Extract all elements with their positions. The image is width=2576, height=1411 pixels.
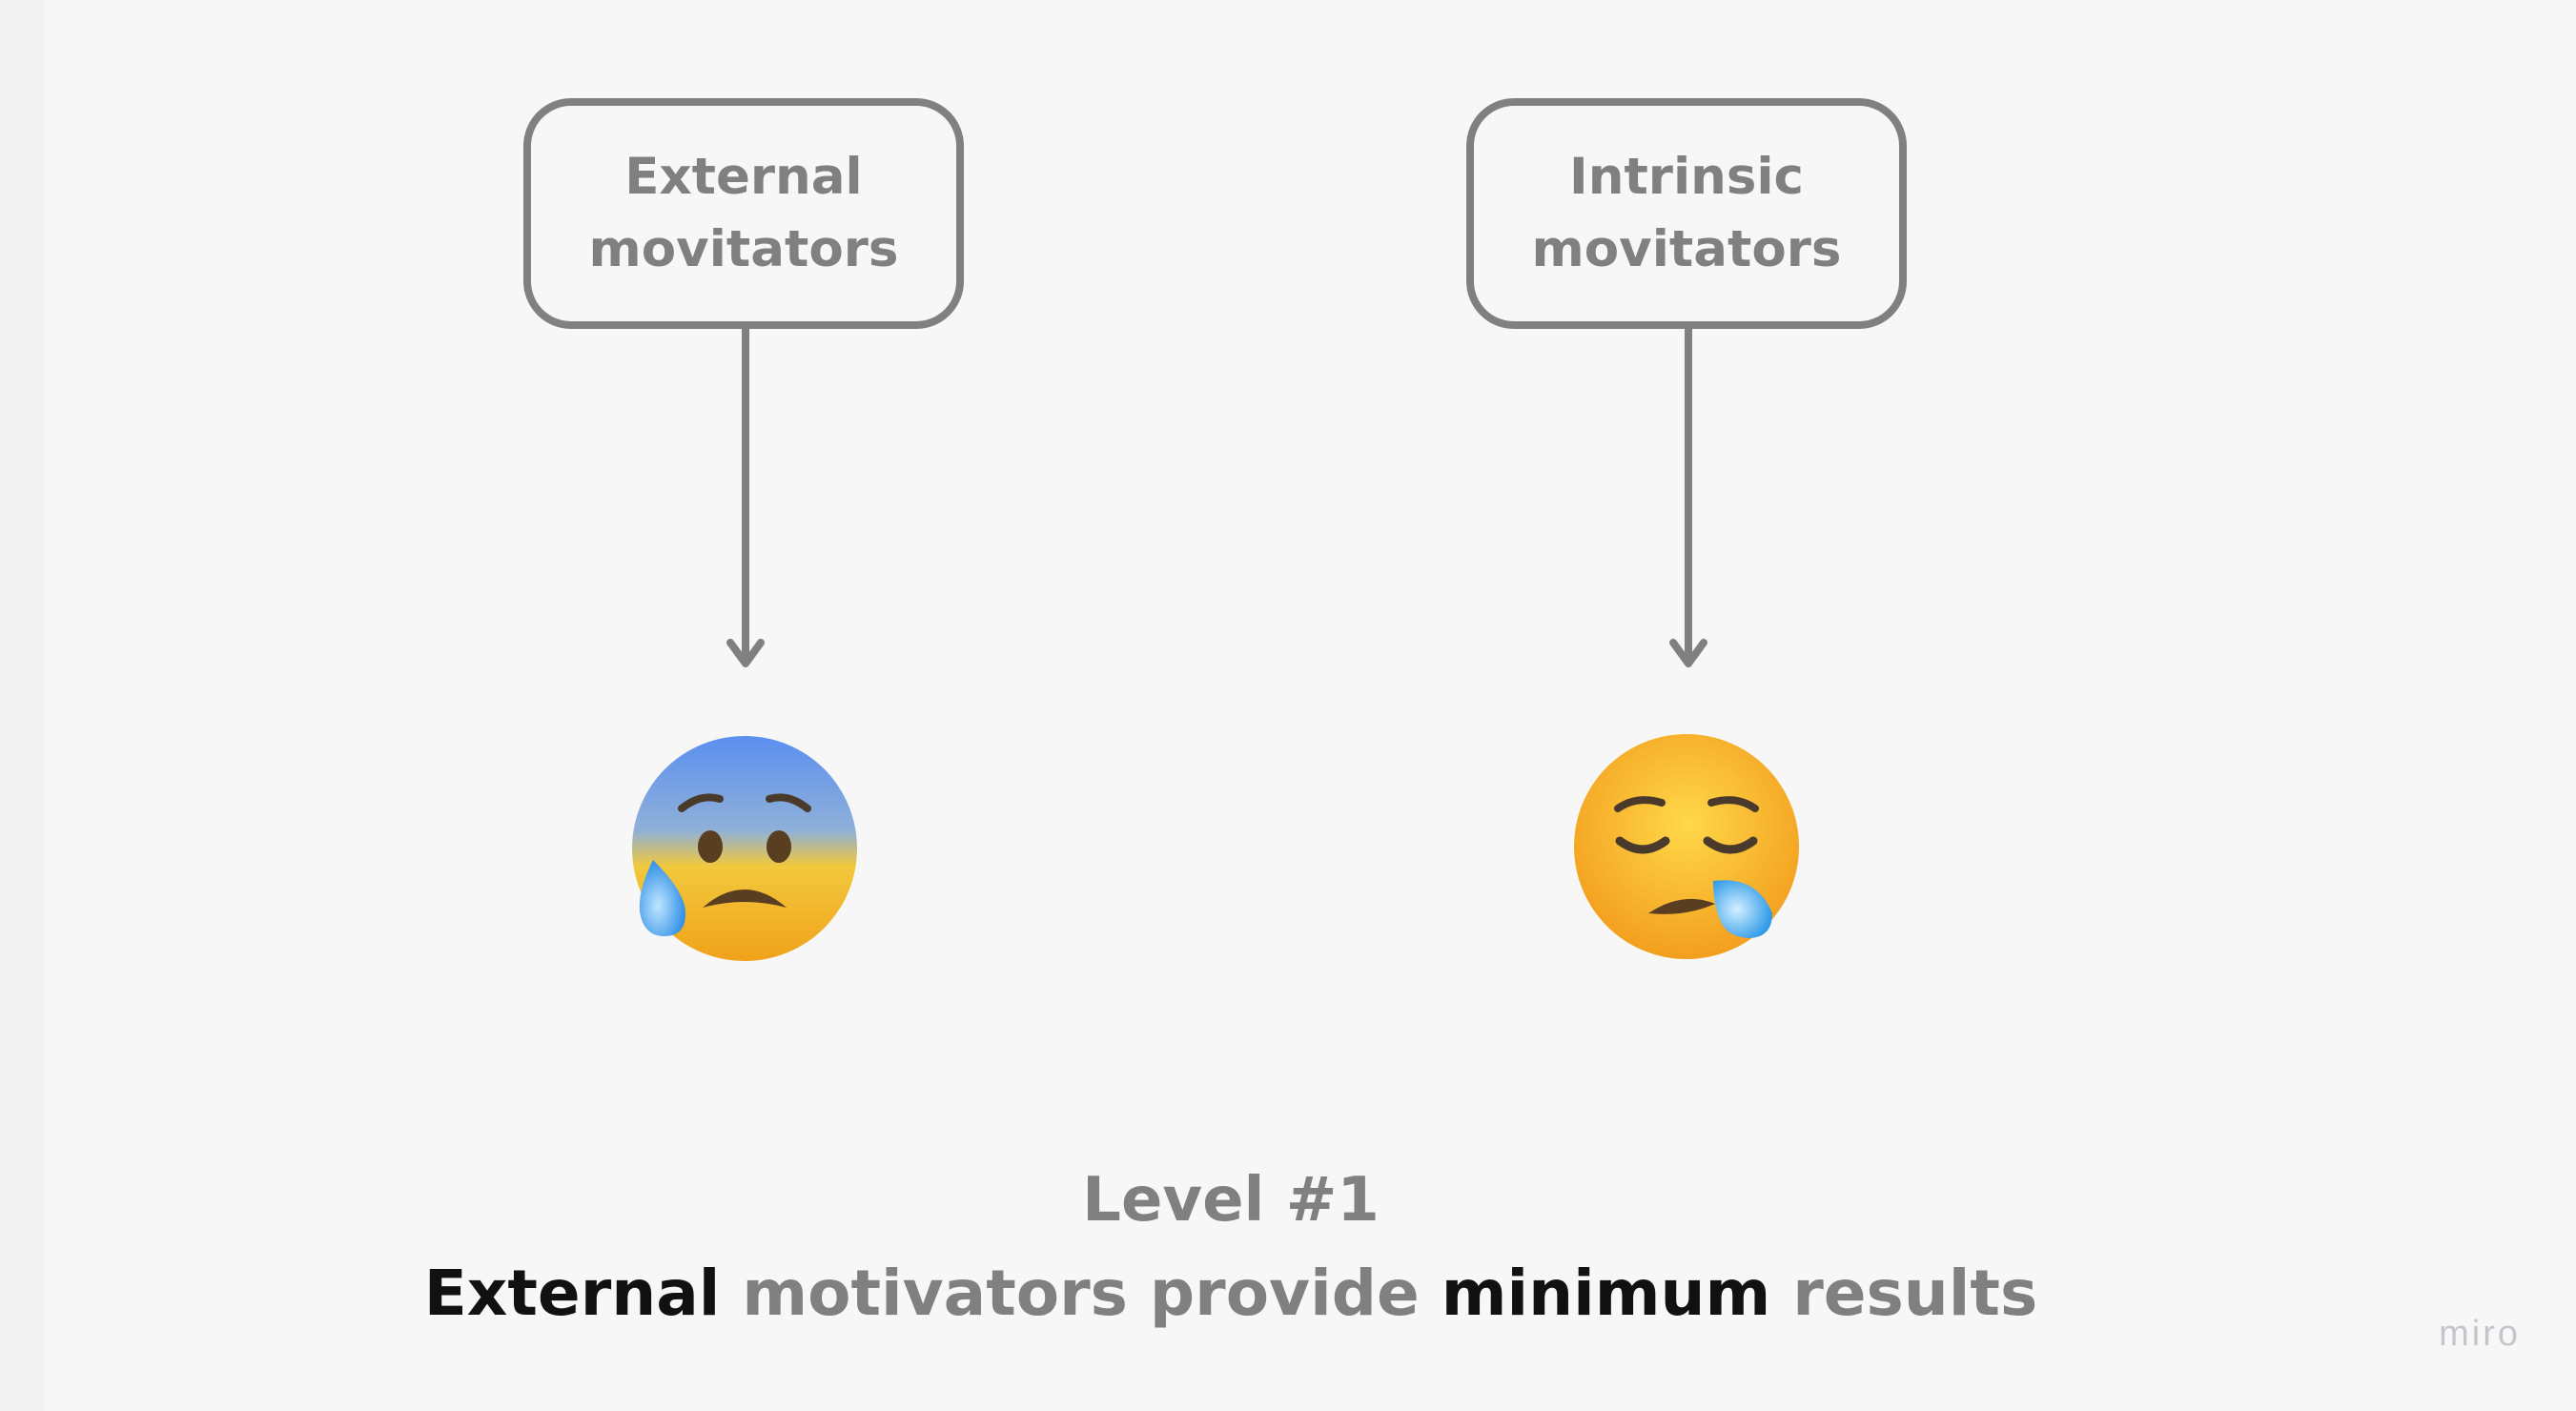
caption-motivators-provide: motivators provide [720, 1257, 1441, 1330]
level-title: Level #1 [1082, 1165, 1380, 1236]
anxious-face-with-sweat-icon [632, 736, 857, 961]
intrinsic-motivators-line1: Intrinsic [1569, 148, 1804, 206]
external-motivators-box: External movitators [523, 98, 964, 329]
intrinsic-motivators-box: Intrinsic movitators [1466, 98, 1907, 329]
right-arrowhead [1669, 639, 1707, 667]
caption-minimum: minimum [1441, 1257, 1771, 1330]
level-description: External motivators provide minimum resu… [0, 1257, 2462, 1330]
caption-external: External [423, 1257, 721, 1330]
left-arrowhead [726, 639, 765, 667]
miro-logo: miro [2439, 1314, 2521, 1354]
sleepy-face-icon [1574, 734, 1799, 959]
intrinsic-motivators-line2: movitators [1531, 220, 1842, 278]
caption-results: results [1770, 1257, 2038, 1330]
external-motivators-line2: movitators [588, 220, 899, 278]
canvas-edge [0, 0, 44, 1411]
external-motivators-line1: External [624, 148, 863, 206]
